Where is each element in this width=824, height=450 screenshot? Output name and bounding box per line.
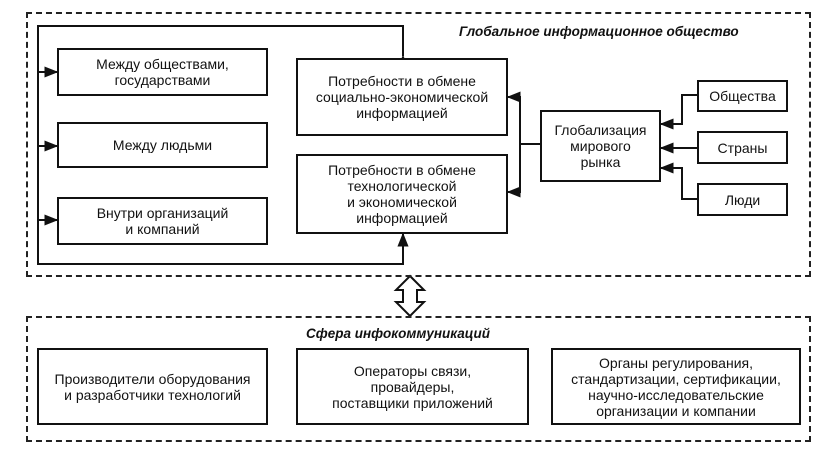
double-arrow-icon: [393, 274, 427, 318]
link-to-needs-social: [506, 91, 521, 144]
equipment-manufacturers-box: Производители оборудования и разработчик…: [37, 348, 268, 425]
infocom-frame-title: Сфера инфокоммуникаций: [306, 326, 490, 341]
infocommunications-frame: [26, 316, 811, 442]
needs-technological-box: Потребности в обмене технологической и э…: [296, 154, 508, 234]
link-people: [659, 162, 697, 200]
between-people-box: Между людьми: [57, 122, 268, 168]
needs-social-economic-box: Потребности в обмене социально-экономиче…: [296, 58, 508, 136]
globalization-box: Глобализация мирового рынка: [540, 110, 661, 182]
global-frame-title: Глобальное информационное общество: [459, 24, 739, 39]
link-to-needs-tech: [506, 144, 521, 198]
regulatory-bodies-box: Органы регулирования, стандартизации, се…: [551, 348, 801, 425]
countries-box: Страны: [697, 131, 788, 164]
global-information-society-frame: [26, 12, 811, 277]
link-societies: [659, 94, 697, 130]
operators-providers-box: Операторы связи, провайдеры, поставщики …: [296, 348, 529, 425]
within-organizations-box: Внутри организаций и компаний: [57, 197, 268, 245]
people-box: Люди: [697, 183, 788, 216]
between-societies-box: Между обществами, государствами: [57, 48, 268, 96]
societies-box: Общества: [697, 80, 788, 112]
